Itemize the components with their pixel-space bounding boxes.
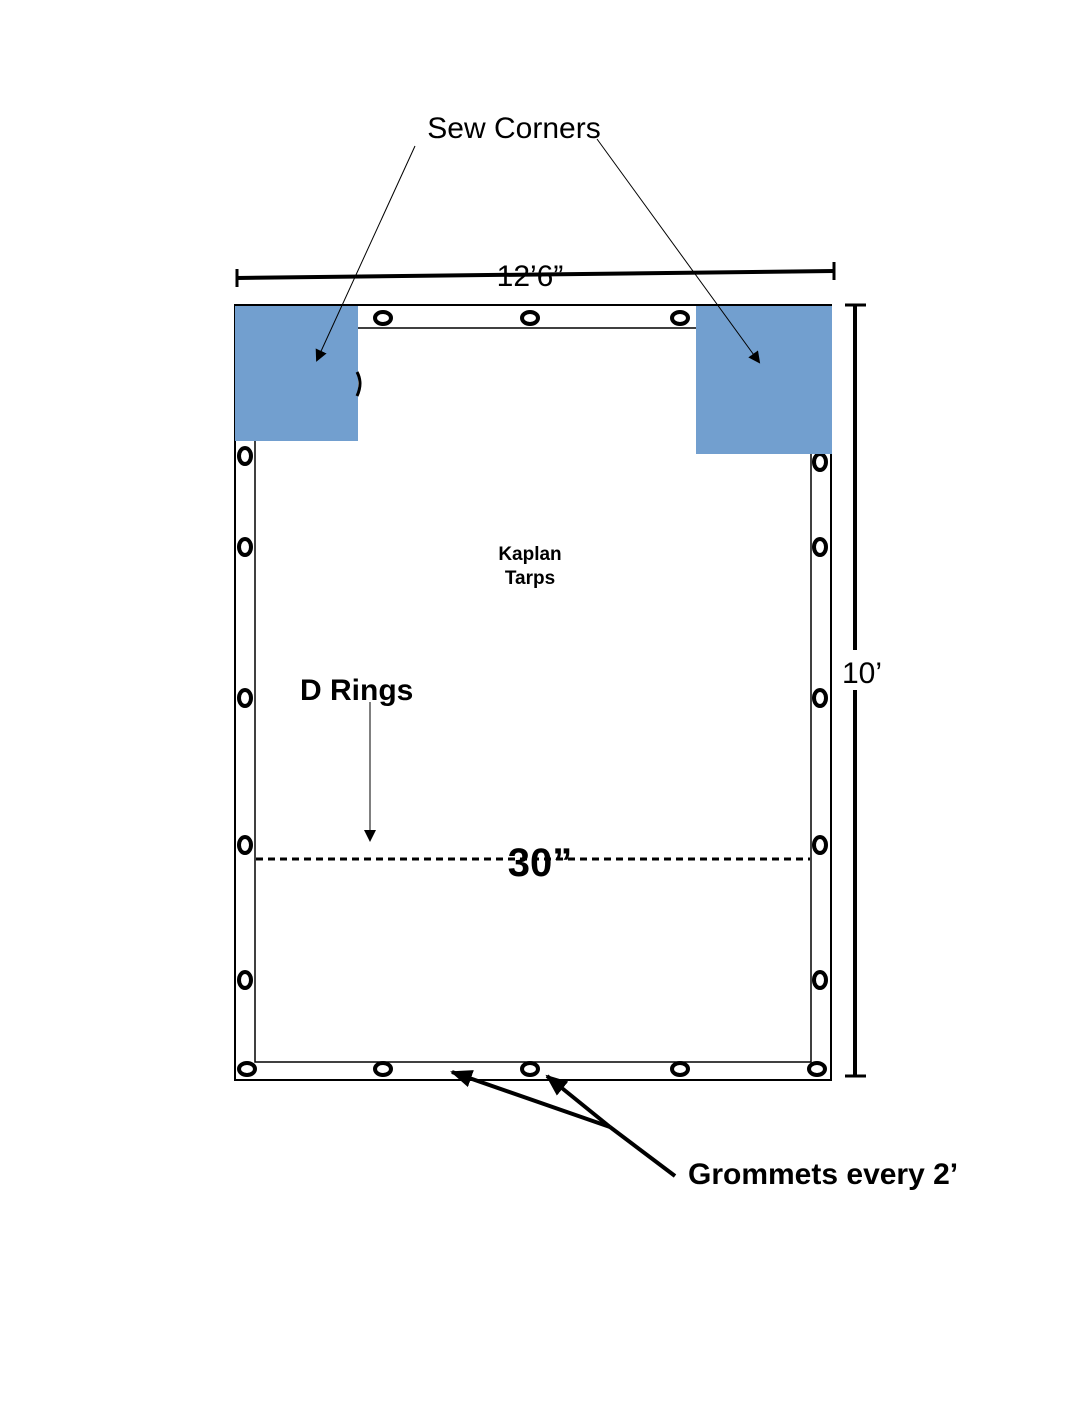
height-dimension-label-bg (838, 650, 884, 690)
corner-stitch-mark (355, 371, 362, 397)
width-dimension: 12’6” (235, 260, 836, 293)
sew-corner-arrow-left (315, 145, 416, 362)
grommets-label: Grommets every 2’ (688, 1158, 958, 1191)
grommets-arrow-left (450, 1070, 611, 1129)
d-ring-offset-label: 30” (508, 841, 573, 885)
grommet-icon (373, 310, 393, 326)
grommet-icon (237, 446, 253, 466)
tarp-outer-edge (234, 304, 832, 1081)
grommet-icon (812, 970, 828, 990)
grommet-icon (812, 452, 828, 472)
top-grommets (373, 310, 690, 326)
brand-line-2: Tarps (505, 568, 555, 589)
sewn-corner-right (696, 306, 832, 454)
sew-corner-arrow-right (596, 138, 761, 364)
grommet-icon (670, 1061, 690, 1077)
grommets-arrow-right (545, 1074, 612, 1129)
brand-line-1: Kaplan (498, 544, 561, 565)
grommet-icon (812, 688, 828, 708)
sew-corners-label: Sew Corners (427, 112, 600, 145)
grommet-icon (373, 1061, 393, 1077)
right-grommets (812, 452, 828, 990)
d-rings-label: D Rings (300, 674, 413, 707)
grommet-icon (237, 688, 253, 708)
grommets-callout-leader (608, 1125, 677, 1178)
grommet-icon (237, 1061, 257, 1077)
height-dimension-label: 10’ (842, 657, 882, 690)
grommet-icon (520, 310, 540, 326)
grommet-icon (670, 310, 690, 326)
sewn-corner-left (235, 306, 358, 441)
grommet-icon (237, 970, 253, 990)
grommet-icon (812, 537, 828, 557)
grommet-icon (237, 835, 253, 855)
grommet-icon (237, 537, 253, 557)
height-dimension: 10’ (838, 303, 884, 1078)
bottom-grommets (237, 1061, 827, 1077)
width-dimension-line (236, 269, 835, 280)
grommet-icon (812, 835, 828, 855)
width-dimension-label: 12’6” (497, 260, 564, 293)
left-grommets (237, 446, 253, 990)
grommet-icon (807, 1061, 827, 1077)
grommets-callout: Grommets every 2’ (450, 1070, 958, 1191)
grommet-icon (520, 1061, 540, 1077)
